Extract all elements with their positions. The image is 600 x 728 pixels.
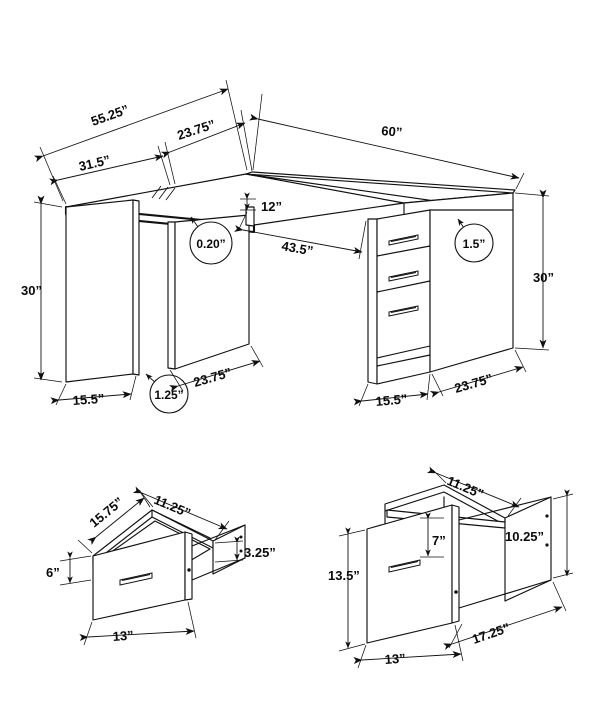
dimension-label-31-5: 31.5” [77, 152, 111, 174]
main-desk-view: 55.25” 31.5” 23.75” 60” [21, 79, 554, 414]
dimension-label-23-75-right: 23.75” [453, 371, 495, 396]
dimension-label-55-25: 55.25” [89, 102, 131, 129]
dimension-15-5-left: 15.5” [50, 375, 137, 408]
dimension-7: 7” [420, 512, 446, 558]
dimension-label-13-5: 13.5” [328, 568, 360, 583]
dimension-13-5: 13.5” [328, 527, 366, 652]
drawer-handle-top[interactable] [388, 234, 419, 246]
dimension-label-30-right: 30” [533, 270, 554, 285]
dimension-label-10-25: 10.25” [505, 529, 544, 544]
dimension-43-5: 43.5” [234, 211, 367, 260]
dimension-label-6: 6” [46, 565, 60, 580]
surface-sheen-hatch [151, 185, 176, 201]
dimension-23-75-top: 23.75” [160, 109, 253, 185]
file-drawer-view: 11.25” 7” 10.25” 13.5” [328, 466, 574, 669]
dimension-label-60: 60” [381, 123, 403, 140]
dimension-13-small: 13” [79, 601, 197, 646]
drawer-pedestal [367, 209, 431, 385]
drawer-handle-middle[interactable] [388, 270, 419, 282]
dimension-label-15-5-left: 15.5” [72, 391, 105, 408]
drawer-handle-bottom[interactable] [388, 305, 419, 317]
dimension-label-17-25: 17.25” [470, 620, 512, 647]
small-drawer-handle[interactable] [119, 572, 153, 586]
callout-label-1-5: 1.5” [463, 237, 486, 251]
dimension-label-43-5: 43.5” [280, 238, 314, 258]
dimension-10-25: 10.25” [505, 489, 574, 579]
callout-label-0-20: 0.20” [196, 237, 225, 251]
left-end-panel [65, 199, 140, 383]
dimension-label-13-small: 13” [112, 628, 134, 644]
callout-label-1-25: 1.25” [154, 388, 183, 402]
dimension-15-5-right: 15.5” [353, 373, 431, 409]
dimension-label-15-75: 15.75” [86, 494, 126, 530]
dimension-label-23-75-top: 23.75” [175, 117, 217, 143]
dimension-label-3-25: 3.25” [244, 545, 276, 560]
dimension-30-right: 30” [514, 189, 554, 351]
callout-1-5: 1.5” [454, 218, 494, 263]
dimension-31-5: 31.5” [49, 145, 171, 205]
small-drawer-view: 15.75” 11.25” 3.25” 6” [46, 486, 276, 646]
dimension-label-30-left: 30” [21, 283, 42, 298]
dimension-13-file: 13” [353, 624, 464, 669]
file-drawer-handle[interactable] [388, 559, 421, 573]
callout-1-25: 1.25” [145, 373, 189, 414]
dimension-label-13-file: 13” [384, 651, 406, 667]
dimension-label-15-5-right: 15.5” [375, 391, 408, 409]
dimension-12: 12” [240, 192, 282, 214]
dimension-60: 60” [249, 93, 525, 190]
dimension-3-25: 3.25” [214, 536, 276, 563]
callout-0-20: 0.20” [189, 216, 233, 265]
right-end-panel [429, 209, 514, 373]
dimension-label-23-75-middle: 23.75” [192, 365, 234, 390]
dimension-30-left: 30” [21, 195, 63, 383]
dimension-label-7: 7” [432, 533, 446, 548]
dimension-label-12: 12” [261, 199, 282, 214]
dimension-6: 6” [46, 551, 92, 586]
